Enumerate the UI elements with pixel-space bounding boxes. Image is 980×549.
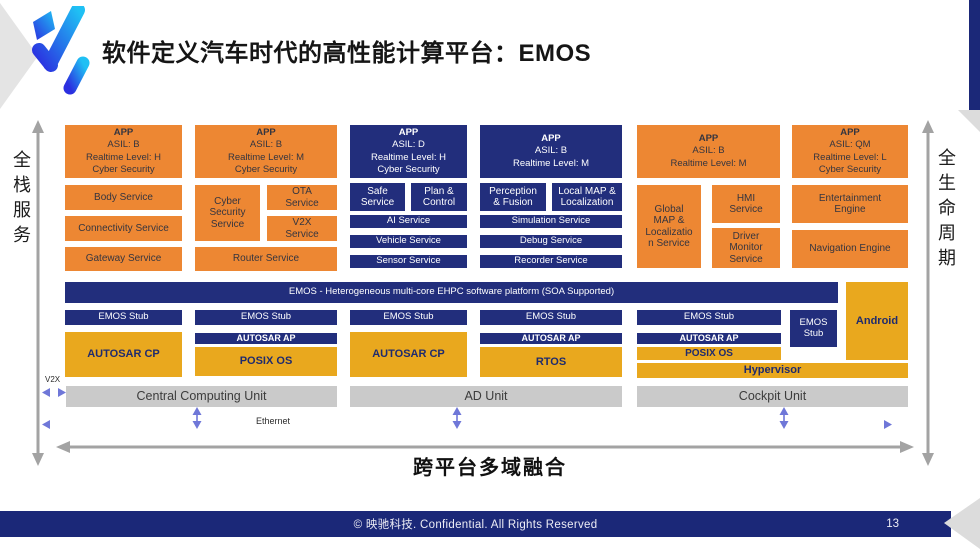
emos-platform-bar: EMOS - Heterogeneous multi-core EHPC sof… (65, 282, 838, 303)
service-entertainment: Entertainment Engine (792, 185, 908, 223)
posix-os-5: POSIX OS (637, 347, 781, 360)
unit-ad: AD Unit (350, 386, 622, 407)
ethernet-label: Ethernet (256, 416, 291, 426)
emos-stub-5: EMOS Stub (637, 310, 781, 325)
right-edge-triangle (958, 110, 980, 132)
ethernet-link-arrow-3-icon (779, 407, 789, 429)
service-driver-monitor: Driver Monitor Service (712, 228, 780, 268)
service-connectivity: Connectivity Service (65, 216, 182, 241)
emos-stub-6: EMOS Stub (790, 310, 837, 347)
bottom-caption: 跨平台多域融合 (413, 457, 567, 479)
service-v2x: V2X Service (267, 216, 337, 241)
rtos-box: RTOS (480, 347, 622, 377)
service-ai: AI Service (350, 215, 467, 228)
page-title: 软件定义汽车时代的高性能计算平台：EMOS (102, 40, 592, 67)
service-simulation: Simulation Service (480, 215, 622, 228)
right-small-arrow-icon (884, 420, 892, 429)
right-edge-stripe (969, 0, 980, 110)
ethernet-link-arrow-1-icon (192, 407, 202, 429)
autosar-ap-4: AUTOSAR AP (480, 333, 622, 344)
service-router: Router Service (195, 247, 337, 271)
footer-bar: © 映驰科技. Confidential. All Rights Reserve… (0, 511, 951, 537)
android-box: Android (846, 282, 908, 360)
service-debug: Debug Service (480, 235, 622, 248)
hypervisor-box: Hypervisor (637, 363, 908, 378)
left-axis-label: 全栈服务 (11, 150, 31, 250)
service-global-map: Global MAP & Localization Service (637, 185, 701, 268)
v2x-right-arrow-icon (58, 388, 66, 397)
autosar-ap-5: AUTOSAR AP (637, 333, 781, 344)
corner-triangle-decoration (0, 3, 38, 109)
service-local-map: Local MAP & Localization (552, 183, 622, 211)
right-axis-arrow-icon (922, 120, 934, 466)
v2x-label: V2X (45, 375, 61, 384)
page-number: 13 (886, 518, 899, 530)
autosar-ap-2: AUTOSAR AP (195, 333, 337, 344)
service-navigation: Navigation Engine (792, 230, 908, 268)
emos-stub-2: EMOS Stub (195, 310, 337, 325)
service-sensor: Sensor Service (350, 255, 467, 268)
autosar-cp-1: AUTOSAR CP (65, 332, 182, 377)
autosar-cp-3: AUTOSAR CP (350, 332, 467, 377)
service-vehicle: Vehicle Service (350, 235, 467, 248)
emos-stub-1: EMOS Stub (65, 310, 182, 325)
service-gateway: Gateway Service (65, 247, 182, 271)
cross-platform-arrow-icon (56, 441, 914, 453)
service-body: Body Service (65, 185, 182, 210)
right-axis-label: 全生命周期 (936, 148, 956, 273)
service-plan-control: Plan & Control (411, 183, 467, 211)
unit-cockpit: Cockpit Unit (637, 386, 908, 407)
emos-stub-3: EMOS Stub (350, 310, 467, 325)
v2x-left-arrow-icon (42, 388, 50, 397)
ethernet-link-arrow-2-icon (452, 407, 462, 429)
footer-copyright: © 映驰科技. Confidential. All Rights Reserve… (353, 519, 598, 531)
left-axis-arrow-icon (32, 120, 44, 466)
service-hmi: HMI Service (712, 185, 780, 223)
emos-stub-4: EMOS Stub (480, 310, 622, 325)
footer-corner-chevron (944, 498, 980, 549)
service-perception-fusion: Perception & Fusion (480, 183, 546, 211)
service-recorder: Recorder Service (480, 255, 622, 268)
unit-central-computing: Central Computing Unit (66, 386, 337, 407)
service-cyber-security: Cyber Security Service (195, 185, 260, 241)
posix-os-2: POSIX OS (195, 347, 337, 376)
service-ota: OTA Service (267, 185, 337, 210)
service-safe: Safe Service (350, 183, 405, 211)
enjoymove-logo-icon (32, 6, 90, 95)
v2x-left-arrow2-icon (42, 420, 50, 429)
